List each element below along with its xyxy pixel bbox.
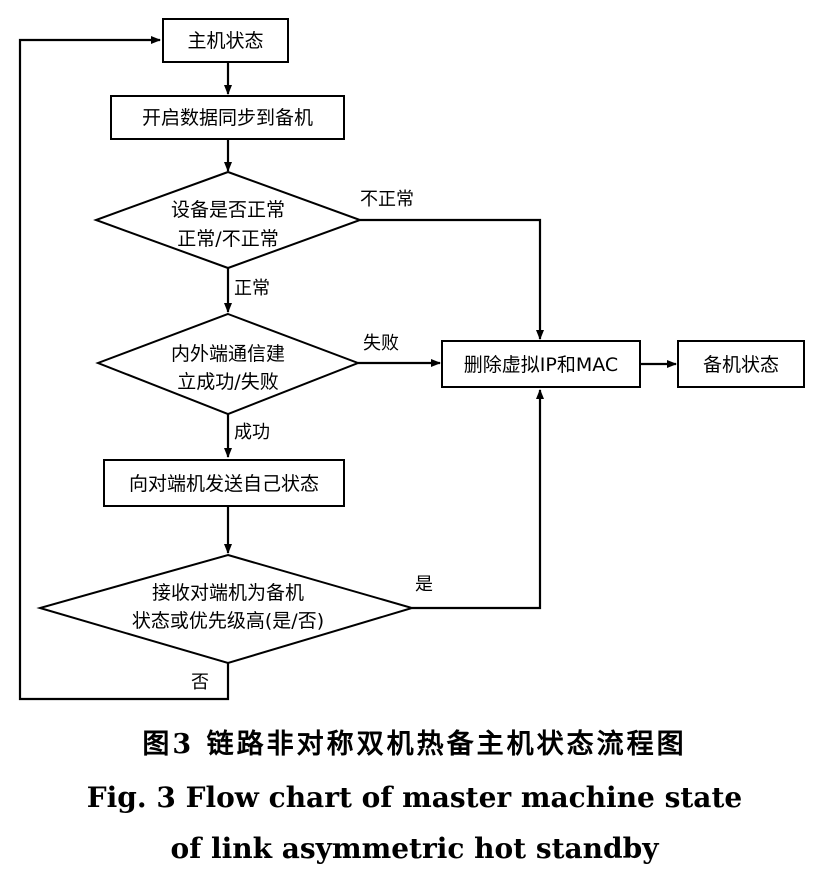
figure-caption-english-line2: of link asymmetric hot standby — [170, 832, 659, 865]
edge-label-fail: 失败 — [363, 333, 399, 354]
node-standby-state: 备机状态 — [677, 340, 805, 388]
node-receive-check: 接收对端机为备机 状态或优先级高(是/否) — [36, 553, 416, 665]
node-label: 主机状态 — [187, 30, 263, 52]
edge-label-no: 否 — [191, 672, 209, 693]
node-comm-check: 内外端通信建 立成功/失败 — [95, 312, 361, 416]
node-delete-vip: 删除虚拟IP和MAC — [441, 340, 641, 388]
edges — [18, 36, 677, 701]
node-label-line1: 内外端通信建 — [171, 343, 285, 365]
node-label-line2: 正常/不正常 — [177, 228, 278, 250]
node-label-line2: 状态或优先级高(是/否) — [132, 610, 324, 632]
node-label: 开启数据同步到备机 — [142, 107, 313, 129]
node-label: 备机状态 — [703, 354, 779, 376]
node-label-line1: 接收对端机为备机 — [152, 582, 304, 604]
edge-label-normal: 正常 — [234, 278, 270, 299]
node-label-line1: 设备是否正常 — [171, 199, 285, 221]
edge-device-abnormal — [360, 218, 544, 340]
node-sync: 开启数据同步到备机 — [110, 95, 345, 140]
figure-caption-english-line1: Fig. 3 Flow chart of master machine stat… — [86, 781, 743, 814]
edge-receive-no — [18, 36, 230, 701]
node-label-line2: 立成功/失败 — [177, 371, 278, 393]
edge-label-abnormal: 不正常 — [360, 189, 414, 210]
node-label: 删除虚拟IP和MAC — [464, 354, 618, 376]
node-send-state: 向对端机发送自己状态 — [103, 459, 345, 507]
edge-receive-yes — [412, 389, 544, 610]
node-master-state: 主机状态 — [162, 18, 289, 63]
node-label: 向对端机发送自己状态 — [129, 473, 319, 495]
edge-label-yes: 是 — [415, 574, 433, 595]
node-device-check: 设备是否正常 正常/不正常 — [93, 170, 363, 270]
edge-labels: 不正常 正常 失败 成功 是 否 — [191, 189, 433, 693]
figure-caption-chinese: 图3 链路非对称双机热备主机状态流程图 — [142, 729, 687, 760]
edge-label-success: 成功 — [234, 422, 270, 443]
